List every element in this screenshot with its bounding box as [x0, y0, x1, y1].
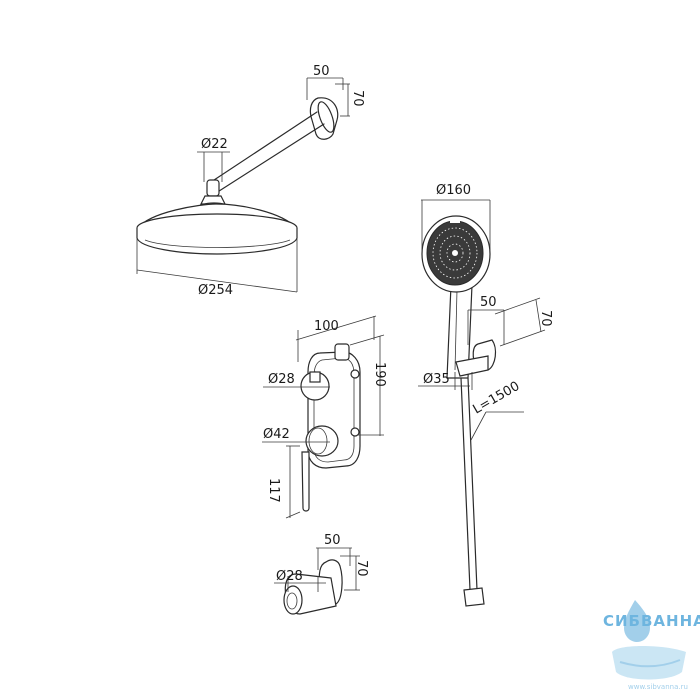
hand-shower: [421, 215, 497, 607]
water-drop-icon: [624, 600, 650, 642]
head-diameter-label: Ø254: [198, 283, 233, 298]
mixer-top-outlet: [334, 343, 350, 361]
holder-clip: [455, 355, 489, 377]
spout-height-label: 70: [354, 560, 369, 577]
arm-height-label: 70: [350, 90, 365, 107]
arm-diameter-label: Ø22: [201, 137, 228, 152]
spout-diameter-label: Ø28: [276, 569, 303, 584]
sibvanna-watermark: СИБВАННА www.sibvanna.ru: [603, 600, 700, 691]
head-side: [136, 228, 298, 255]
mixer-handle: [305, 425, 339, 457]
mixer-small-knob-label: Ø28: [268, 372, 295, 387]
bathtub-icon: [612, 646, 686, 680]
mixer-lever: [301, 451, 310, 512]
mixer-handle-label: Ø42: [263, 427, 290, 442]
hand-diameter-label: Ø160: [436, 183, 471, 198]
holder-height-label: 70: [538, 310, 553, 327]
hose-diameter-label: Ø35: [423, 372, 450, 387]
arm-flange-face: [317, 101, 335, 133]
spout-dimensions: 50 70 Ø28: [274, 533, 369, 592]
arm-tube-top: [207, 111, 318, 185]
hose-left: [460, 377, 471, 591]
spout-width-label: 50: [324, 533, 341, 548]
mixer-height-label: 190: [372, 362, 387, 387]
hand-shower-logo: [450, 220, 460, 223]
arm-tube-bottom: [215, 123, 325, 194]
mixer-dimensions: 100 190 Ø28 Ø42 117: [262, 315, 387, 519]
watermark-brand: СИБВАННА: [603, 612, 700, 630]
arm-width-label: 50: [313, 64, 330, 79]
mixer-lever-label: 117: [266, 478, 281, 503]
hose-right: [467, 377, 478, 591]
arm-dimensions: 50 70 Ø22 Ø254: [136, 64, 365, 298]
head-face: [144, 239, 291, 248]
hose-nut: [463, 587, 485, 607]
mixer-width-label: 100: [314, 319, 339, 334]
mixer: [300, 343, 361, 512]
overhead-shower: [136, 97, 339, 255]
diverter-stem: [309, 371, 321, 383]
holder-width-label: 50: [480, 295, 497, 310]
arm-connector: [206, 179, 220, 197]
watermark-url: www.sibvanna.ru: [628, 683, 688, 691]
spout: [283, 559, 343, 615]
